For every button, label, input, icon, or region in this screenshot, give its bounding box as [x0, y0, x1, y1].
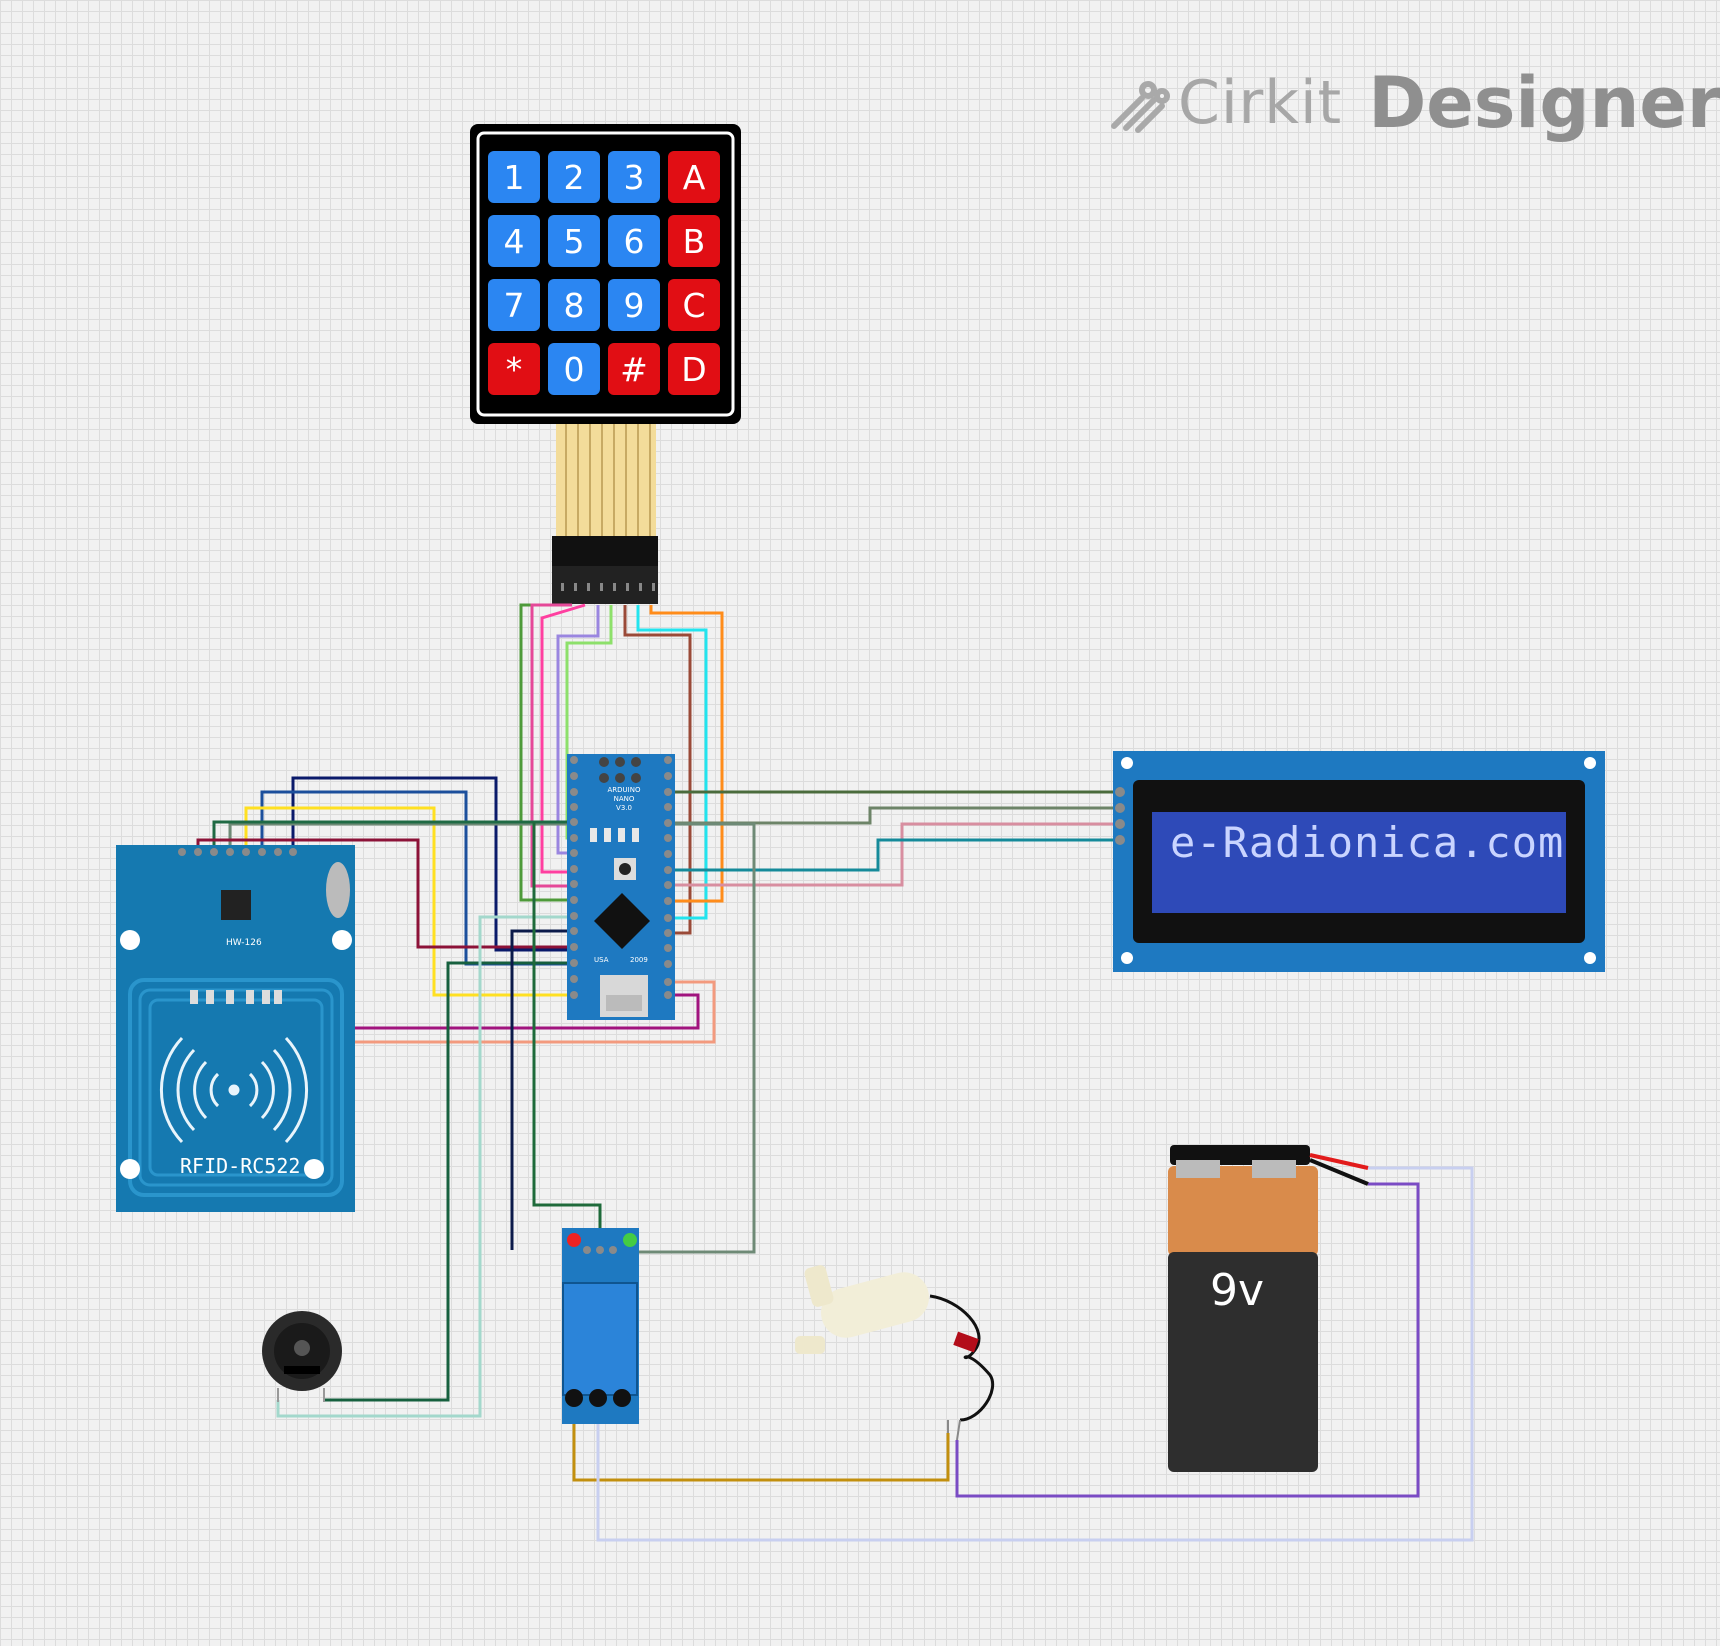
arduino-origin: USA: [594, 956, 609, 964]
rfid-reader[interactable]: [116, 845, 355, 1212]
wire-lcd-vcc: [668, 806, 1120, 825]
buzzer[interactable]: [262, 1311, 342, 1402]
arduino-year: 2009: [630, 956, 648, 964]
cirkit-logo-icon: [1111, 81, 1170, 133]
battery-label: 9v: [1210, 1265, 1265, 1316]
keypad-key-0[interactable]: 0: [548, 343, 600, 395]
keypad-key-4[interactable]: 4: [488, 215, 540, 267]
keypad-key-hash[interactable]: #: [608, 343, 660, 395]
wire-lcd-scl: [668, 838, 1120, 872]
keypad-key-8[interactable]: 8: [548, 279, 600, 331]
arduino-model: NANO: [613, 795, 635, 803]
keypad-key-1[interactable]: 1: [488, 151, 540, 203]
brand-name-light: Cirkit: [1178, 68, 1343, 138]
keypad-key-c[interactable]: C: [668, 279, 720, 331]
wire-pump-battery: [955, 1182, 1420, 1498]
wire-keypad-6: [623, 605, 692, 935]
relay-module[interactable]: [562, 1228, 639, 1424]
arduino-version: V3.0: [616, 804, 632, 812]
arduino-name: ARDUINO: [607, 786, 641, 794]
arduino-labels: ARDUINO NANO V3.0: [596, 786, 652, 813]
rfid-label: RFID-RC522: [180, 1154, 301, 1178]
arduino-nano[interactable]: [567, 754, 675, 1020]
wire-keypad-2: [530, 603, 574, 888]
keypad-key-a[interactable]: A: [668, 151, 720, 203]
wire-relay-in: [510, 929, 574, 1250]
keypad-key-5[interactable]: 5: [548, 215, 600, 267]
wire-relay-pump: [572, 1402, 950, 1482]
lcd-text: e-Radionica.com: [1170, 818, 1565, 867]
wires: [180, 603, 1474, 1542]
keypad-key-7[interactable]: 7: [488, 279, 540, 331]
wire-relay-vcc: [532, 822, 602, 1232]
wire-buzzer-gnd: [276, 915, 574, 1418]
keypad-key-star[interactable]: *: [488, 343, 540, 395]
keypad-key-d[interactable]: D: [668, 343, 720, 395]
water-pump[interactable]: [795, 1264, 995, 1441]
wire-rfid-gnd: [212, 820, 574, 852]
wire-keypad-8: [649, 605, 724, 903]
lcd-display[interactable]: [1113, 751, 1605, 972]
wire-rfid-rst: [196, 838, 574, 949]
wire-relay-battery: [596, 1166, 1474, 1542]
keypad-key-9[interactable]: 9: [608, 279, 660, 331]
brand-name-bold: Designer: [1368, 62, 1720, 144]
keypad-key-b[interactable]: B: [668, 215, 720, 267]
wire-keypad-7: [636, 605, 708, 920]
keypad-key-3[interactable]: 3: [608, 151, 660, 203]
wire-keypad-3: [540, 603, 586, 874]
rfid-chip-label: HW-126: [226, 938, 262, 948]
keypad-key-6[interactable]: 6: [608, 215, 660, 267]
wire-rfid-sda: [291, 776, 574, 952]
wire-lcd-sda: [668, 822, 1120, 887]
keypad-key-2[interactable]: 2: [548, 151, 600, 203]
battery-9v[interactable]: [1168, 1145, 1369, 1472]
cirkit-designer-logo: Cirkit Designer: [1108, 58, 1720, 148]
wire-keypad-4: [556, 605, 600, 855]
